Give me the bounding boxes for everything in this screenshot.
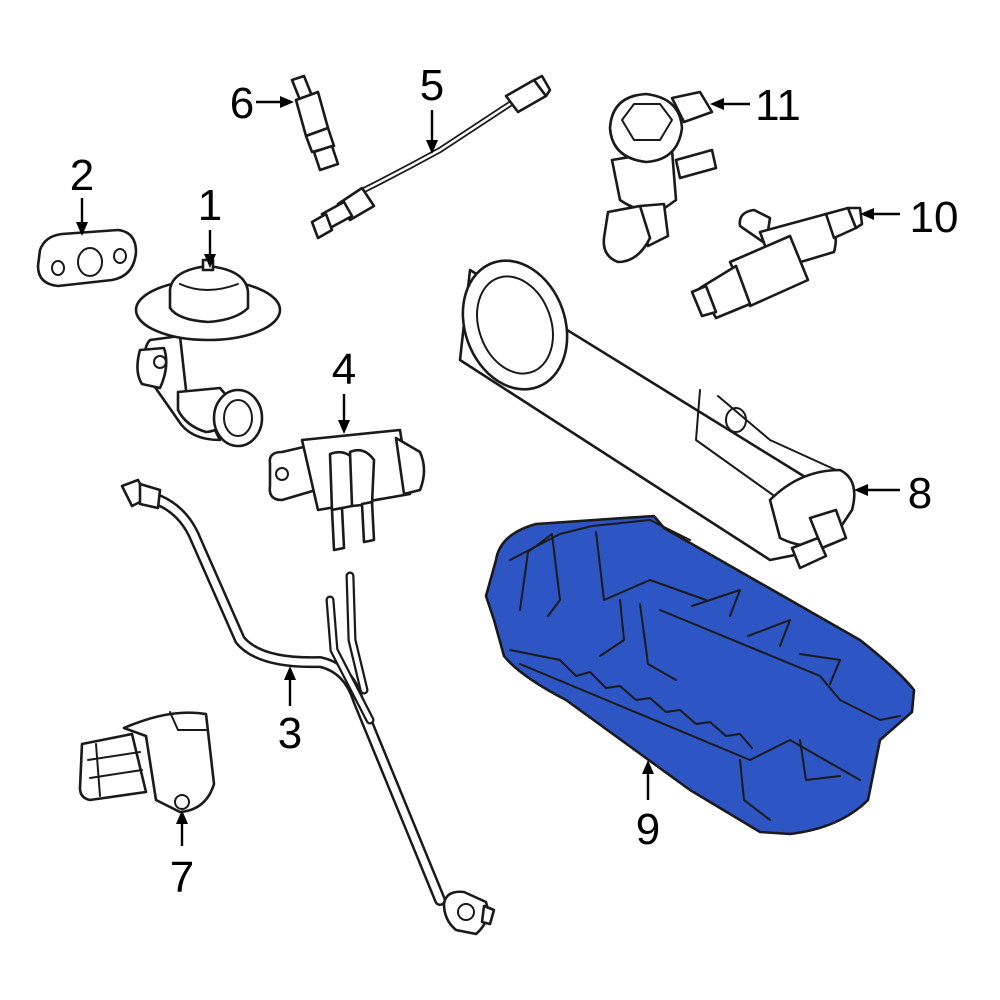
- callout-1: 1: [198, 181, 222, 230]
- callout-7: 7: [170, 853, 194, 902]
- callout-9: 9: [636, 805, 660, 854]
- callout-6: 6: [230, 79, 254, 128]
- callout-10: 10: [910, 193, 959, 242]
- callout-arrows: [76, 96, 900, 846]
- callout-3: 3: [278, 709, 302, 758]
- part-11-purge-valve: [602, 90, 718, 264]
- callout-2: 2: [70, 151, 94, 200]
- part-5-oxygen-sensor: [310, 74, 552, 240]
- part-8-canister: [458, 259, 856, 570]
- part-4-pressure-sensor: [268, 428, 426, 552]
- part-3-tube-assembly: [120, 478, 496, 936]
- callout-4: 4: [332, 345, 356, 394]
- part-10-solenoid: [690, 206, 864, 320]
- callout-labels: 1 2 3 4 5 6 7 8 9 10 11: [70, 61, 959, 902]
- part-2-gasket: [36, 228, 138, 288]
- part-7-sensor: [78, 711, 216, 814]
- callout-5: 5: [420, 61, 444, 110]
- callout-8: 8: [908, 469, 932, 518]
- callout-11: 11: [755, 81, 801, 130]
- part-6-sensor: [290, 74, 340, 172]
- part-1-egr-valve: [134, 258, 282, 448]
- part-9-shield: [484, 514, 916, 836]
